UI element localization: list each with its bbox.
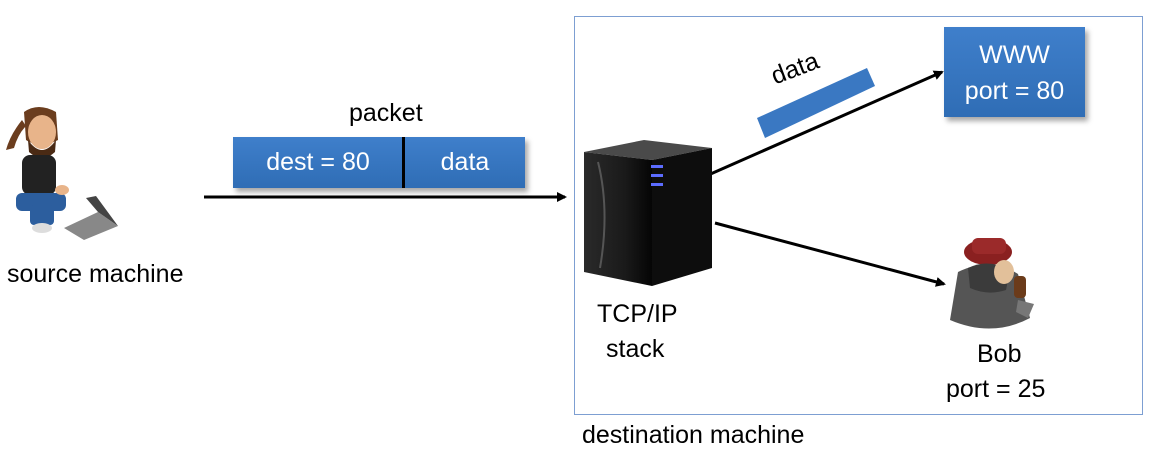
hacker-with-laptop-icon bbox=[6, 107, 118, 240]
hooded-person-icon bbox=[950, 238, 1034, 329]
destination-machine-label: destination machine bbox=[582, 421, 805, 449]
data-slip bbox=[757, 68, 875, 138]
packet-data-field: data bbox=[440, 148, 490, 176]
arrow-stack-to-bob bbox=[714, 221, 946, 287]
server-tower-icon bbox=[584, 140, 712, 286]
www-title: WWW bbox=[979, 41, 1050, 69]
stack-label-line2: stack bbox=[606, 335, 665, 363]
stack-label-line1: TCP/IP bbox=[597, 300, 678, 328]
packet-divider bbox=[402, 137, 405, 188]
packet-box: dest = 80 data bbox=[233, 137, 525, 188]
arrow-stack-to-www bbox=[705, 70, 944, 178]
www-box: WWW port = 80 bbox=[944, 27, 1085, 117]
destination-machine-frame bbox=[574, 16, 1143, 415]
packet-label: packet bbox=[349, 99, 423, 127]
bob-name-label: Bob bbox=[977, 340, 1022, 368]
packet-dest-field: dest = 80 bbox=[266, 148, 370, 176]
source-machine-label: source machine bbox=[7, 260, 184, 288]
bob-port-label: port = 25 bbox=[946, 375, 1046, 403]
www-port: port = 80 bbox=[964, 77, 1065, 105]
